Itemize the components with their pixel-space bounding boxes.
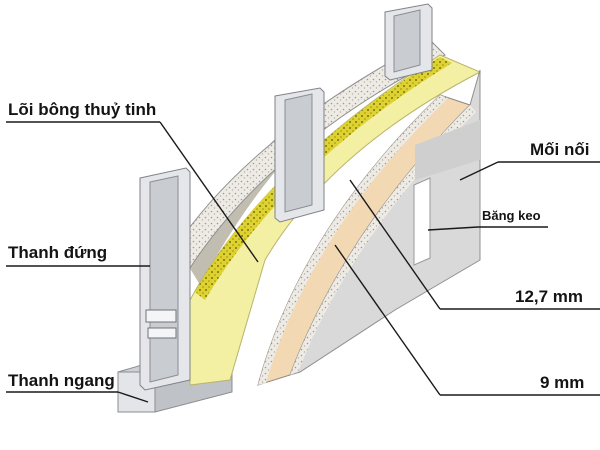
label-inner-board: 9 mm — [540, 373, 585, 392]
label-joint: Mối nối — [530, 140, 590, 159]
label-stud: Thanh đứng — [8, 243, 108, 262]
label-glass-wool-core: Lõi bông thuỷ tinh — [8, 100, 157, 119]
label-tape: Băng keo — [482, 208, 541, 223]
label-track: Thanh ngang — [8, 371, 115, 390]
label-outer-board: 12,7 mm — [515, 287, 584, 306]
leader-lines — [6, 121, 600, 403]
board-joint — [413, 120, 480, 266]
steel-stud-left — [139, 167, 191, 391]
steel-stud-right — [384, 3, 433, 81]
steel-stud-middle — [274, 87, 325, 223]
